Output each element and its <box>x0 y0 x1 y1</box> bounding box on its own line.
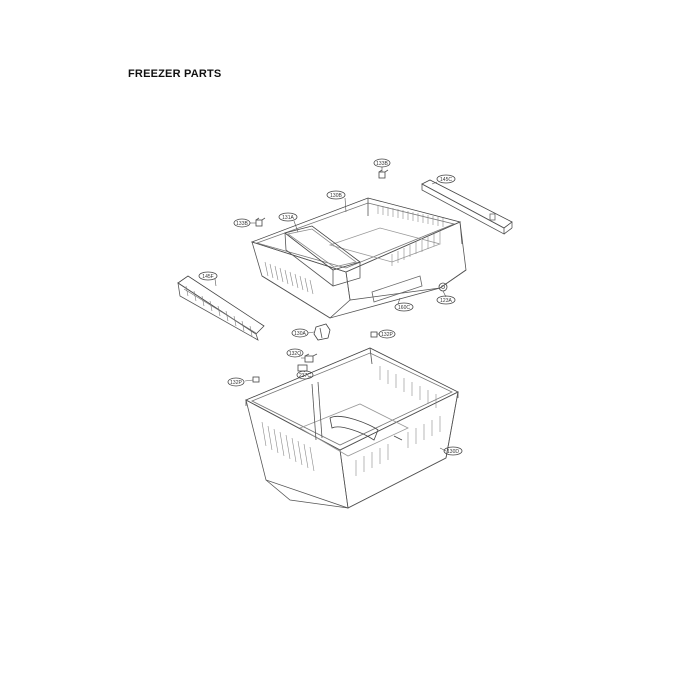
page-title: FREEZER PARTS <box>128 68 222 80</box>
callout-145C: 145C <box>436 174 456 184</box>
callout-130D: 130D <box>443 446 463 456</box>
callout-123A: 123A <box>436 295 456 305</box>
callout-131A: 131A <box>278 212 298 222</box>
callout-160C: 160C <box>394 302 414 312</box>
lower-basket-130D <box>245 347 459 509</box>
part-133B-left <box>255 217 266 227</box>
callout-leaders <box>214 167 447 452</box>
part-237C <box>297 364 308 372</box>
callout-130A: 130A <box>291 328 309 338</box>
label-130B: 130B <box>330 193 342 199</box>
roller-123A <box>438 282 448 292</box>
label-133B-left: 133B <box>236 221 248 227</box>
callout-132P-right: 132P <box>378 329 396 339</box>
callout-133B-top: 133B <box>373 158 391 168</box>
rail-145F <box>177 275 265 341</box>
label-130A: 130A <box>294 331 306 337</box>
label-132Q: 132Q <box>289 351 301 357</box>
basket-slots <box>261 366 441 476</box>
rail-145C <box>421 179 513 235</box>
label-145F: 145F <box>202 274 213 280</box>
label-131A: 131A <box>282 215 294 221</box>
part-132P-right <box>370 331 378 338</box>
callout-130B: 130B <box>326 190 346 200</box>
part-132P-left <box>252 376 260 383</box>
label-237C: 237C <box>299 373 311 379</box>
upper-drawer-130B <box>250 197 467 319</box>
label-123A: 123A <box>440 298 452 304</box>
callout-133B-left: 133B <box>233 218 251 228</box>
label-160C: 160C <box>398 305 410 311</box>
label-132P-left: 132P <box>230 380 242 386</box>
part-133B-top <box>378 169 389 179</box>
label-133B-top: 133B <box>376 161 388 167</box>
part-130A <box>313 323 331 341</box>
callout-237C: 237C <box>296 370 314 380</box>
drawer-slots <box>264 205 444 295</box>
callout-132P-left: 132P <box>227 377 245 387</box>
part-132Q <box>304 353 318 363</box>
small-bin-131A <box>284 225 361 287</box>
label-132P-right: 132P <box>381 332 393 338</box>
label-130D: 130D <box>447 449 459 455</box>
callout-145F: 145F <box>198 271 218 281</box>
label-145C: 145C <box>440 177 452 183</box>
callout-132Q: 132Q <box>286 348 304 358</box>
